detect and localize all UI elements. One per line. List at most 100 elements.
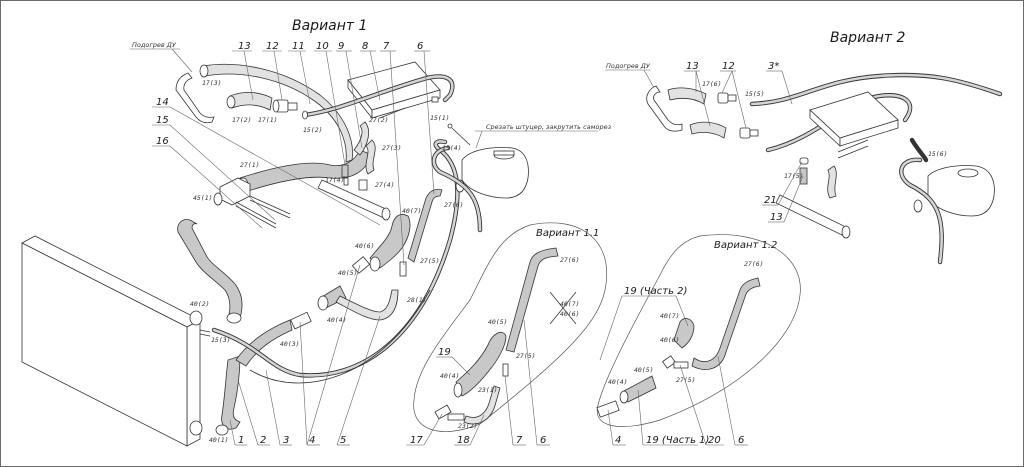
callout: 15 — [156, 115, 169, 126]
part-label: 15(5) — [745, 90, 765, 98]
part-label: 40(2) — [190, 300, 210, 308]
pipe-7 — [399, 261, 407, 277]
preheater-hose-v2 — [646, 85, 683, 132]
callout: 20 — [708, 435, 721, 446]
part-label: 17(2) — [232, 116, 252, 124]
callout: 8 — [362, 41, 368, 52]
callout: 10 — [316, 41, 329, 52]
part-label: 15(2) — [303, 126, 323, 134]
preheater-hose-v1 — [175, 72, 215, 124]
callout: 4 — [615, 435, 621, 446]
part-label: 40(6) — [660, 336, 680, 344]
note-preheater-v2: Подогрев ДУ — [606, 62, 651, 70]
callout: 7 — [383, 41, 390, 52]
part-label: 23(2) — [458, 422, 478, 430]
callout: 12 — [722, 61, 735, 72]
part-label: 27(5) — [516, 352, 536, 360]
callouts-v11: 19 17 18 7 6 — [406, 319, 550, 446]
callout: 17 — [410, 435, 423, 446]
group-variant-1-2 — [596, 234, 801, 427]
part-label: 40(4) — [327, 316, 347, 324]
pipe-7-v11 — [502, 363, 509, 377]
pipe-4 — [290, 311, 312, 330]
part-label: 17(4) — [325, 176, 345, 184]
callout: 7 — [516, 435, 523, 446]
part-label: 27(1) — [240, 161, 260, 169]
callout: 13 — [686, 61, 699, 72]
hose-17-2 — [229, 92, 273, 111]
title-variant-2: Вариант 2 — [830, 30, 906, 46]
callout: 2 — [260, 435, 266, 446]
hose-40-1 — [221, 355, 241, 430]
pipe-18-v11 — [447, 413, 465, 421]
hose-40-4-5-v11 — [455, 332, 507, 397]
part-label: 28(1) — [407, 296, 427, 304]
part-label: 17(1) — [258, 116, 278, 124]
part-label: 40(6) — [560, 310, 580, 318]
callouts-bottom-v1: 1 2 3 4 5 — [229, 264, 381, 446]
hose-45-1 — [177, 219, 243, 319]
hose-40-6-7 — [369, 214, 411, 269]
part-label: 15(3) — [211, 336, 231, 344]
part-label: 27(3) — [382, 144, 402, 152]
callout: 19 (Часть 2) — [624, 286, 687, 297]
callouts-top-v1: 13 12 11 10 9 8 7 6 — [232, 41, 435, 266]
hose-28-1 — [335, 289, 399, 321]
callout: 18 — [457, 435, 470, 446]
part-label: 40(7) — [660, 312, 680, 320]
callout: 1 — [238, 435, 244, 446]
callout: 5 — [340, 435, 346, 446]
part-label: 23(1) — [478, 386, 498, 394]
callout: 11 — [292, 41, 305, 52]
part-label: 27(6) — [560, 256, 580, 264]
part-label: 27(5) — [676, 376, 696, 384]
part-label: 27(5) — [420, 257, 440, 265]
heater-core-v2 — [809, 91, 899, 159]
callout: 19 — [438, 347, 451, 358]
valve-12 — [272, 99, 298, 113]
callout: 12 — [266, 41, 279, 52]
expansion-tank — [447, 123, 529, 199]
part-label: 17(5) — [784, 172, 804, 180]
callout: 6 — [540, 435, 546, 446]
callout: 6 — [417, 41, 423, 52]
callouts-left-v1: 14 15 16 — [152, 97, 381, 229]
part-label: 40(1) — [209, 436, 229, 444]
part-label: 40(7) — [402, 207, 422, 215]
radiator — [21, 235, 211, 447]
callout: 6 — [738, 435, 744, 446]
callout: 13 — [770, 212, 783, 223]
part-label: 40(7) — [560, 300, 580, 308]
part-label: 15(1) — [430, 114, 450, 122]
part-label: 27(4) — [375, 181, 395, 189]
pipe-27-4 — [358, 179, 368, 191]
callouts-v12: 19 (Часть 2) 4 19 (Часть 1) 20 6 — [599, 286, 748, 446]
callout: 21 — [764, 195, 777, 206]
callout: 9 — [338, 41, 344, 52]
part-label: 40(4) — [608, 378, 628, 386]
note-cut-fitting: Срезать штуцер, закрутить саморез — [486, 123, 612, 131]
part-label: 40(4) — [440, 372, 460, 380]
title-variant-1-2: Вариант 1.2 — [714, 240, 777, 251]
hose-27-5-6-v11 — [505, 247, 559, 353]
valve-12-v2 — [717, 92, 759, 139]
hose-v2-wavy — [827, 165, 837, 199]
part-label: 40(3) — [280, 340, 300, 348]
part-label: 40(6) — [355, 242, 375, 250]
part-label: 15(4) — [442, 144, 462, 152]
part-label: 40(5) — [488, 318, 508, 326]
callout: 3 — [283, 435, 289, 446]
part-label: 27(6) — [744, 260, 764, 268]
callout: 3* — [768, 61, 779, 72]
part-label: 17(6) — [702, 80, 722, 88]
control-valve — [213, 177, 291, 229]
note-preheater-v1: Подогрев ДУ — [132, 41, 177, 49]
hose-23-v11 — [463, 385, 501, 425]
group-variant-1-1 — [413, 222, 607, 432]
part-label: 40(5) — [338, 269, 358, 277]
callout: 16 — [156, 136, 169, 147]
callout: 19 (Часть 1) — [646, 435, 709, 446]
hose-13-long — [202, 63, 353, 163]
part-label: 45(1) — [193, 194, 213, 202]
